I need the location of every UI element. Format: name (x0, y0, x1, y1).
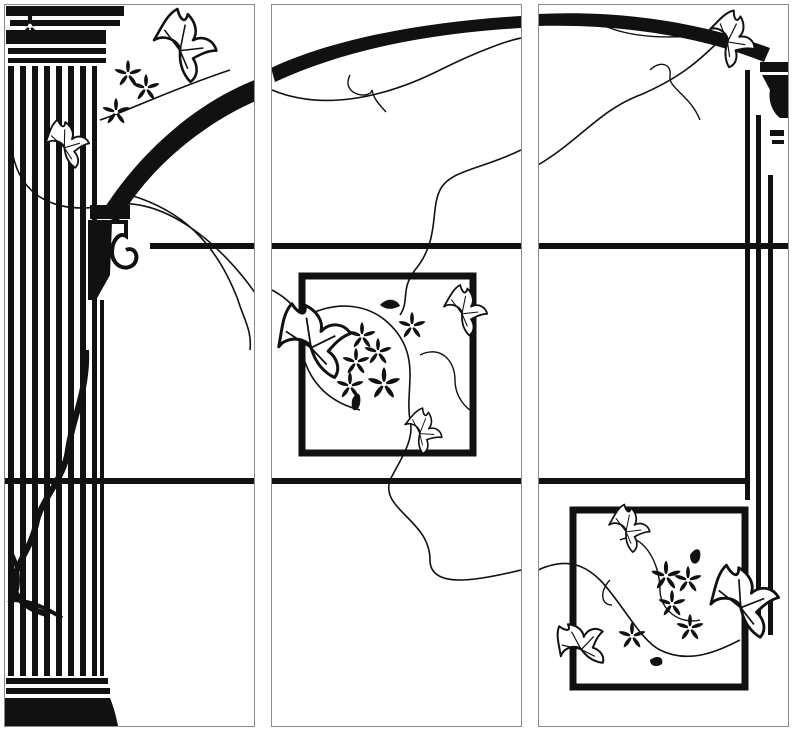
scroll-capital (88, 205, 139, 300)
grid-line-bottom (271, 478, 521, 484)
ivy-leaf (152, 7, 218, 84)
grid-line-top (150, 243, 254, 249)
arch-right (538, 13, 770, 62)
column-base (4, 678, 118, 726)
panel-left (4, 6, 254, 726)
grid-line-bottom (4, 478, 254, 484)
column-shaft (8, 66, 104, 676)
flower (114, 60, 142, 87)
grid-line-top (538, 243, 788, 249)
grid-line-bottom (538, 478, 748, 484)
panel-frame-center (271, 4, 522, 727)
panel-frame-right (538, 4, 789, 727)
grid-line-top (271, 243, 521, 249)
flower (102, 98, 130, 125)
panel-center (271, 16, 521, 581)
arch-left (100, 80, 254, 222)
column-fragment-right (745, 62, 788, 635)
panel-frames (4, 4, 789, 727)
panel-right (538, 4, 788, 691)
column-capital (6, 6, 124, 63)
panel-frame-left (4, 4, 255, 727)
arch-center (271, 16, 521, 82)
flower (132, 74, 160, 101)
